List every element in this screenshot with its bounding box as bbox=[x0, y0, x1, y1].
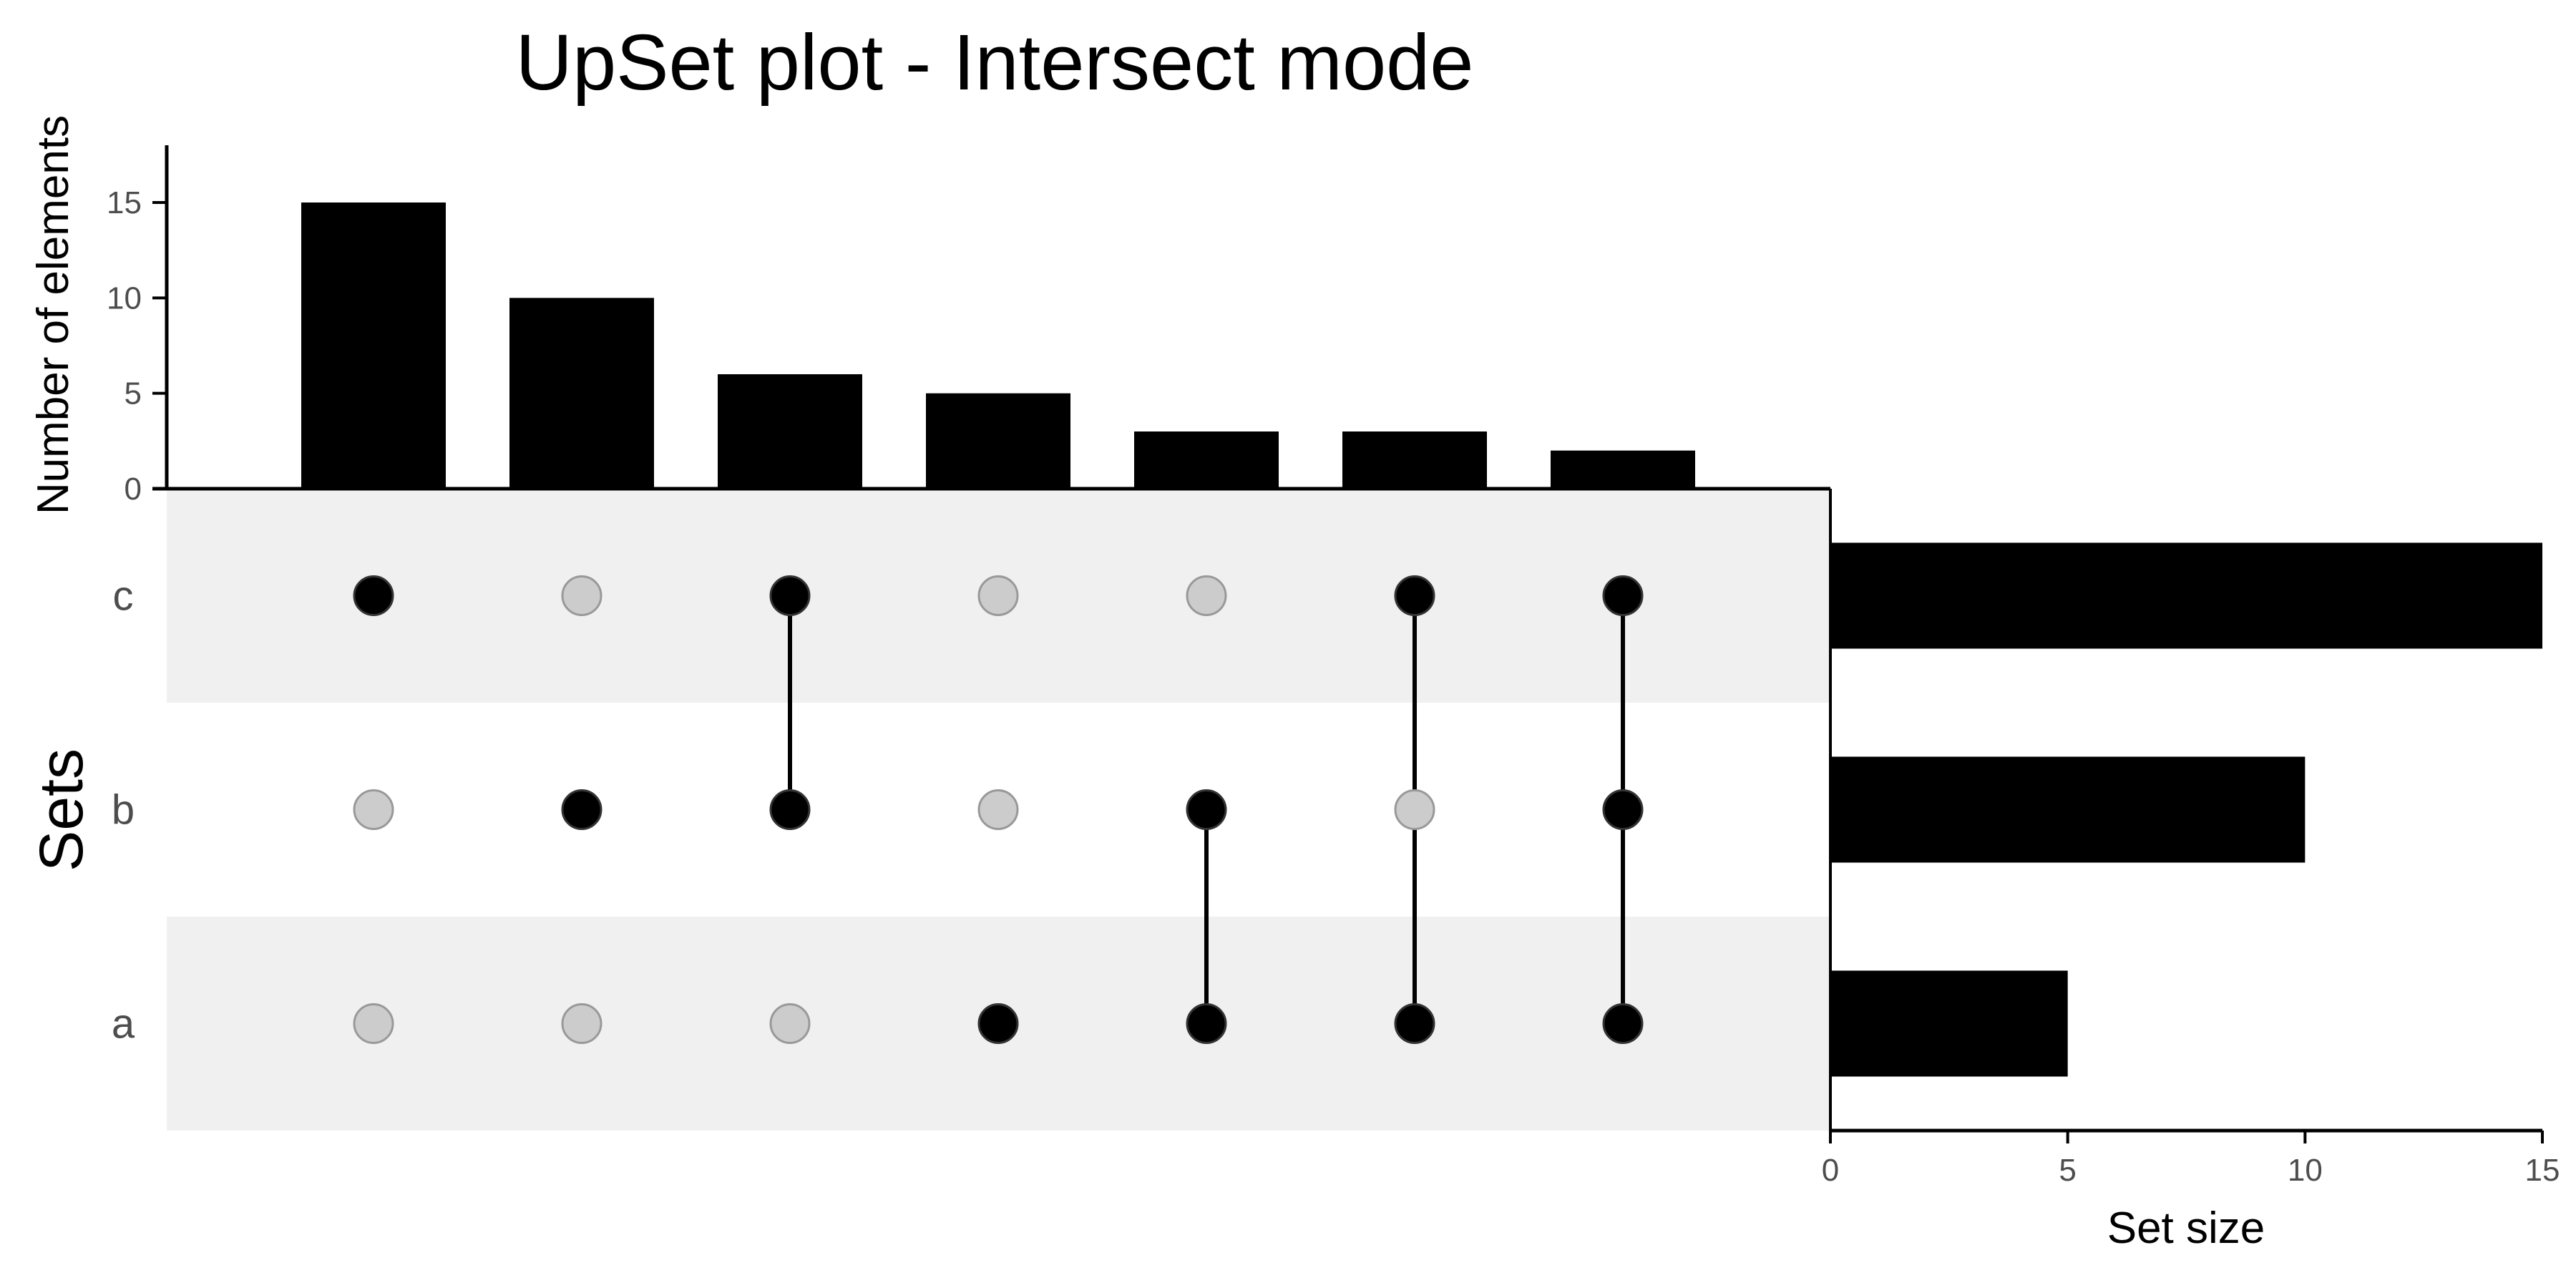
matrix-dot-active bbox=[1186, 1003, 1227, 1044]
x-tick-label: 5 bbox=[2059, 1153, 2076, 1188]
set-size-bars bbox=[1830, 542, 2542, 1077]
matrix-dot-active bbox=[769, 575, 811, 616]
matrix-dot-active bbox=[1602, 789, 1644, 830]
intersection-bars bbox=[301, 203, 1695, 489]
matrix-dot-active bbox=[353, 575, 394, 616]
intersection-bar bbox=[1551, 450, 1695, 489]
matrix-dot-active bbox=[1186, 789, 1227, 830]
set-size-bar-a bbox=[1830, 970, 2068, 1077]
matrix-dot-inactive bbox=[353, 789, 394, 830]
set-size-bar-c bbox=[1830, 542, 2542, 649]
matrix-dot-active bbox=[977, 1003, 1019, 1044]
matrix-dot-inactive bbox=[977, 575, 1019, 616]
x-tick-label: 15 bbox=[2525, 1153, 2560, 1188]
x-tick-label: 10 bbox=[2288, 1153, 2323, 1188]
matrix-dot-active bbox=[1602, 1003, 1644, 1044]
matrix-dot-inactive bbox=[769, 1003, 811, 1044]
x-tick-label: 0 bbox=[1822, 1153, 1839, 1188]
intersection-bar bbox=[509, 298, 654, 489]
intersection-bar bbox=[1342, 431, 1487, 489]
y-tick-label: 15 bbox=[107, 185, 142, 220]
set-size-axis-title: Set size bbox=[2107, 1204, 2265, 1253]
matrix-dot-active bbox=[1394, 1003, 1435, 1044]
set-size-bar-b bbox=[1830, 756, 2306, 863]
matrix-dot-active bbox=[769, 789, 811, 830]
y-tick-label: 0 bbox=[125, 472, 142, 507]
matrix-dots bbox=[353, 575, 1644, 1044]
set-labels: c b a bbox=[112, 573, 135, 1048]
set-label-c: c bbox=[113, 573, 134, 620]
intersection-y-axis: 0 5 10 15 bbox=[107, 145, 1830, 507]
matrix-dot-inactive bbox=[353, 1003, 394, 1044]
intersection-bar bbox=[301, 203, 446, 489]
matrix-dot-active bbox=[1602, 575, 1644, 616]
sets-axis-title: Sets bbox=[27, 748, 96, 872]
set-label-a: a bbox=[112, 1001, 135, 1048]
y-tick-label: 5 bbox=[125, 376, 142, 411]
intersection-bar bbox=[926, 393, 1070, 489]
intersection-y-axis-title: Number of elements bbox=[29, 115, 78, 514]
matrix-dot-inactive bbox=[1186, 575, 1227, 616]
chart-title: UpSet plot - Intersect mode bbox=[516, 19, 1474, 107]
matrix-dot-inactive bbox=[561, 575, 602, 616]
matrix-dot-inactive bbox=[561, 1003, 602, 1044]
y-tick-label: 10 bbox=[107, 280, 142, 316]
matrix-dot-active bbox=[561, 789, 602, 830]
intersection-bar bbox=[718, 374, 862, 489]
matrix-dot-inactive bbox=[977, 789, 1019, 830]
set-label-b: b bbox=[112, 787, 135, 834]
set-size-x-axis: 0 5 10 15 bbox=[1822, 489, 2560, 1188]
intersection-bar bbox=[1134, 431, 1279, 489]
matrix-dot-active bbox=[1394, 575, 1435, 616]
matrix-dot-inactive bbox=[1394, 789, 1435, 830]
